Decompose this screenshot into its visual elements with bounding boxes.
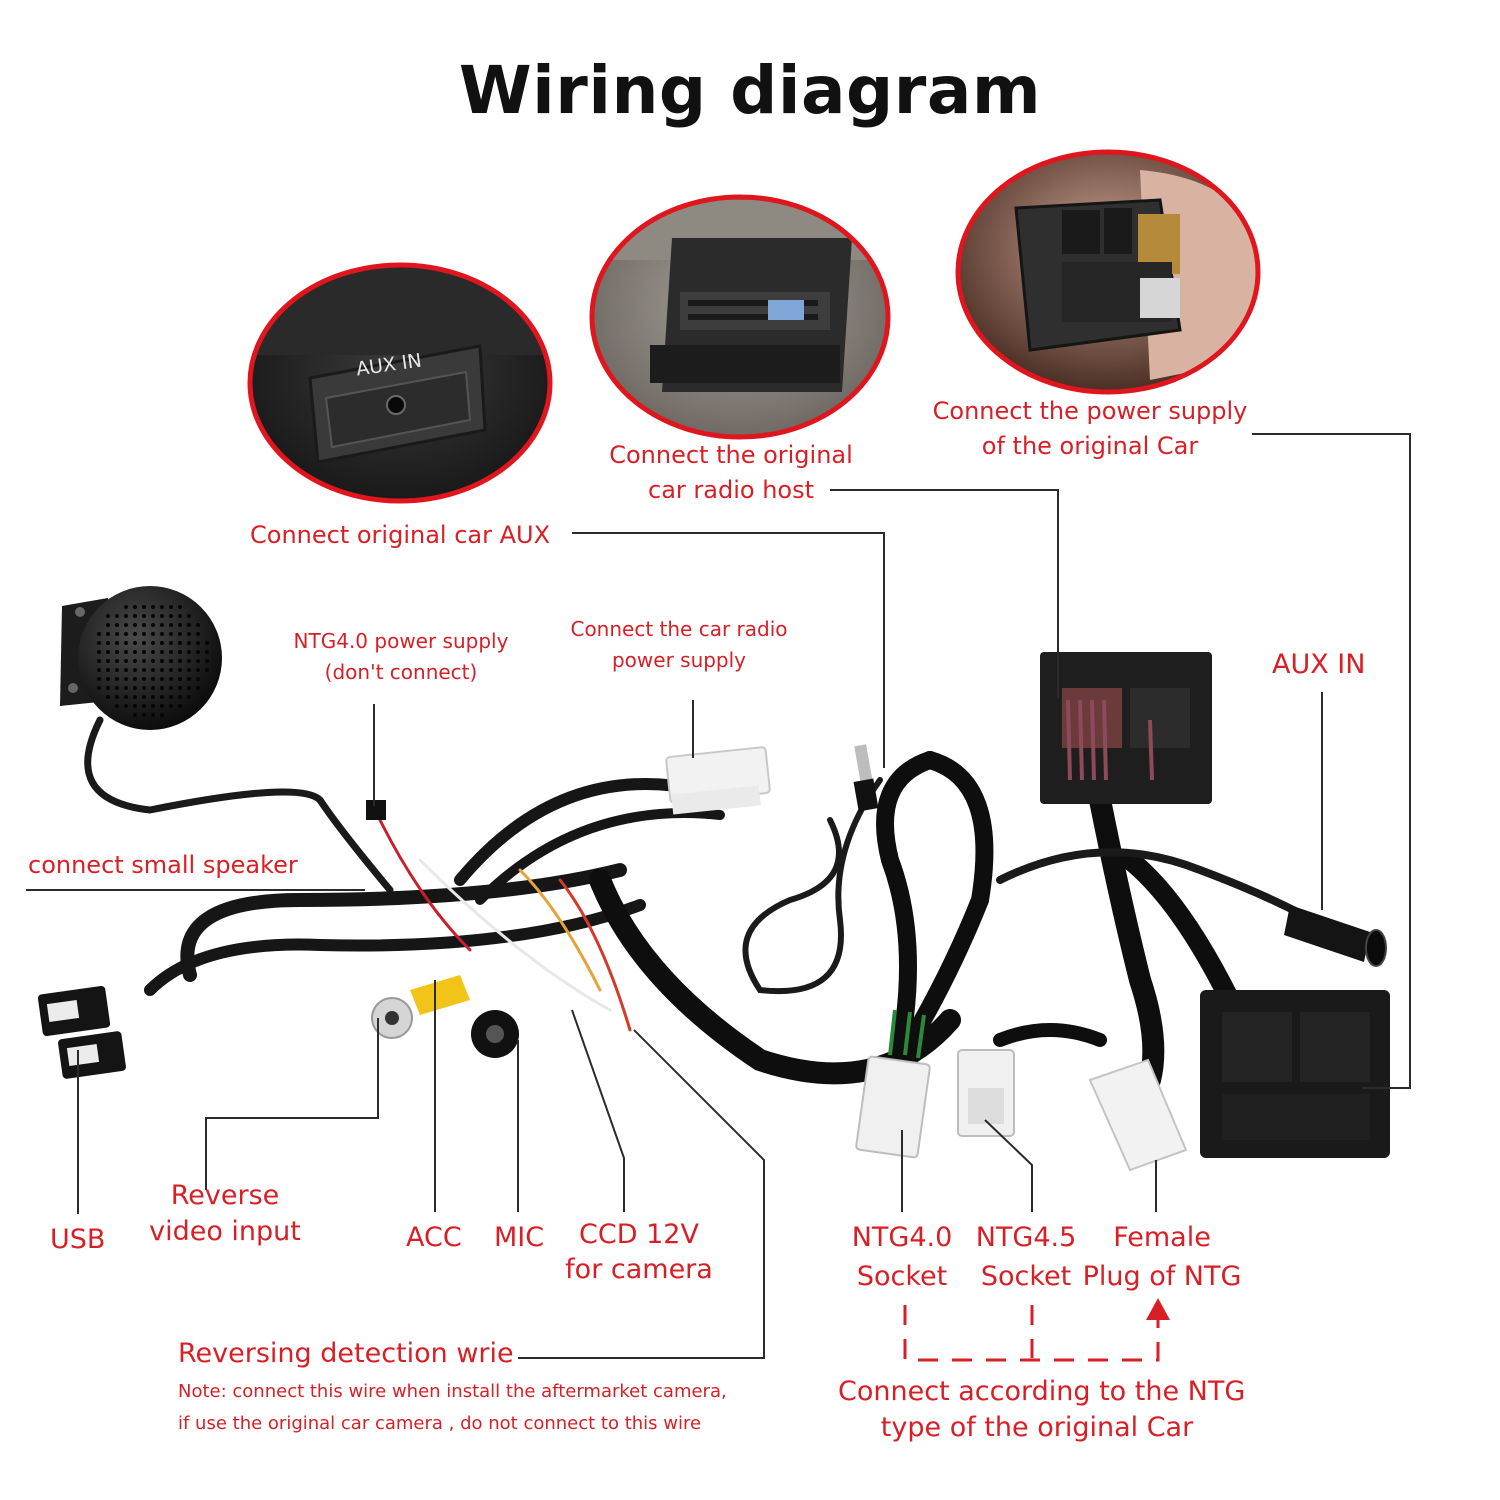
ntg-female-plug-component bbox=[1088, 1058, 1188, 1172]
label-car-radio-power: Connect the car radio power supply bbox=[570, 617, 788, 672]
label-ntg45-socket: NTG4.5 Socket bbox=[975, 1222, 1077, 1293]
original-car-connector bbox=[1040, 652, 1212, 804]
label-aux-in: AUX IN bbox=[1272, 649, 1366, 680]
speaker-connector bbox=[366, 800, 386, 820]
label-power-supply-original: Connect the power supply of the original… bbox=[932, 397, 1248, 460]
label-ntg40-power: NTG4.0 power supply (don't connect) bbox=[293, 629, 509, 684]
leader-ccd bbox=[571, 1009, 625, 1212]
ntg40-socket-component bbox=[855, 1009, 931, 1159]
ntg-dashed-bracket bbox=[903, 1305, 1160, 1362]
ntg-arrow-head bbox=[1146, 1298, 1170, 1320]
leader-lines bbox=[26, 433, 1411, 1359]
speaker-component bbox=[60, 586, 222, 730]
radio-host-photo bbox=[589, 194, 891, 440]
note-reversing-detection: Note: connect this wire when install the… bbox=[178, 1381, 727, 1434]
label-small-speaker: connect small speaker bbox=[28, 851, 298, 879]
leader-reversing-detection bbox=[518, 1029, 765, 1359]
leader-power-supply bbox=[1252, 433, 1411, 1089]
label-original-aux: Connect original car AUX bbox=[250, 521, 551, 549]
label-reverse-video: Reverse video input bbox=[149, 1180, 301, 1248]
power-connector-photo bbox=[955, 149, 1261, 395]
label-ntg40-socket: NTG4.0 Socket bbox=[851, 1222, 953, 1293]
mic-jack bbox=[471, 1010, 519, 1058]
ntg45-socket-component bbox=[957, 1049, 1015, 1137]
label-mic: MIC bbox=[494, 1222, 545, 1253]
label-ccd: CCD 12V for camera bbox=[565, 1219, 713, 1285]
rca-reverse-video-connector bbox=[371, 975, 470, 1039]
leader-original-aux bbox=[572, 532, 885, 768]
label-usb: USB bbox=[50, 1224, 106, 1255]
label-reversing-detection: Reversing detection wrie bbox=[178, 1338, 514, 1369]
aux-plug bbox=[853, 744, 879, 812]
radio-power-connector bbox=[665, 746, 771, 815]
page-title: Wiring diagram bbox=[458, 52, 1042, 129]
label-female-plug: Female Plug of NTG bbox=[1082, 1222, 1242, 1293]
usb-connectors bbox=[37, 985, 126, 1079]
aux-in-jack bbox=[1284, 905, 1387, 967]
quadlock-connector bbox=[1200, 990, 1390, 1158]
label-radio-host: Connect the original car radio host bbox=[609, 441, 853, 504]
label-ntg-type: Connect according to the NTG type of the… bbox=[838, 1376, 1246, 1443]
leader-ntg45-socket bbox=[984, 1119, 1033, 1212]
leader-radio-host bbox=[830, 489, 1059, 698]
label-acc: ACC bbox=[406, 1222, 462, 1253]
leader-reverse-video bbox=[205, 1018, 379, 1190]
aux-in-photo bbox=[247, 262, 553, 504]
